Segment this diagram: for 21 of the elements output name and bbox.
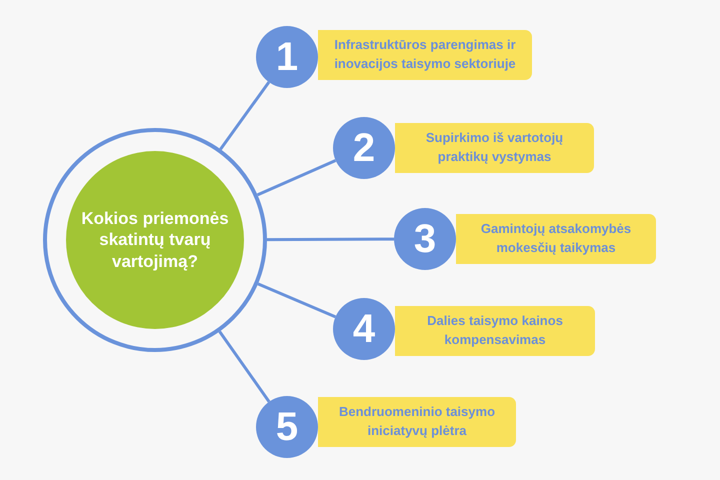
connector-line <box>256 159 336 196</box>
step-number: 5 <box>276 407 298 447</box>
callout-panel <box>395 123 594 173</box>
callout-panel <box>318 397 516 447</box>
connector-line <box>219 81 270 150</box>
callout-panel <box>318 30 532 80</box>
measure-text: Bendruomeninio taisymo iniciatyvų plėtra <box>338 403 496 440</box>
callout-panel <box>456 214 656 264</box>
connector-line <box>267 238 394 242</box>
callout-panel <box>395 306 595 356</box>
measure-text: Dalies taisymo kainos kompensavimas <box>426 312 564 349</box>
measure-text: Supirkimo iš vartotojų praktikų vystymas <box>424 129 564 166</box>
step-number: 1 <box>276 37 298 77</box>
step-number: 4 <box>352 309 376 349</box>
connector-line <box>218 330 270 403</box>
connector-line <box>257 282 336 318</box>
step-number: 2 <box>352 128 376 168</box>
question-text: Kokios priemonės skatintų tvarų vartojimą? <box>80 208 230 272</box>
measure-text: Gamintojų atsakomybės mokesčių taikymas <box>480 220 632 257</box>
measure-text: Infrastruktūros parengimas ir inovacijos taisymo sektoriuje <box>333 36 517 73</box>
step-number: 3 <box>414 219 436 259</box>
